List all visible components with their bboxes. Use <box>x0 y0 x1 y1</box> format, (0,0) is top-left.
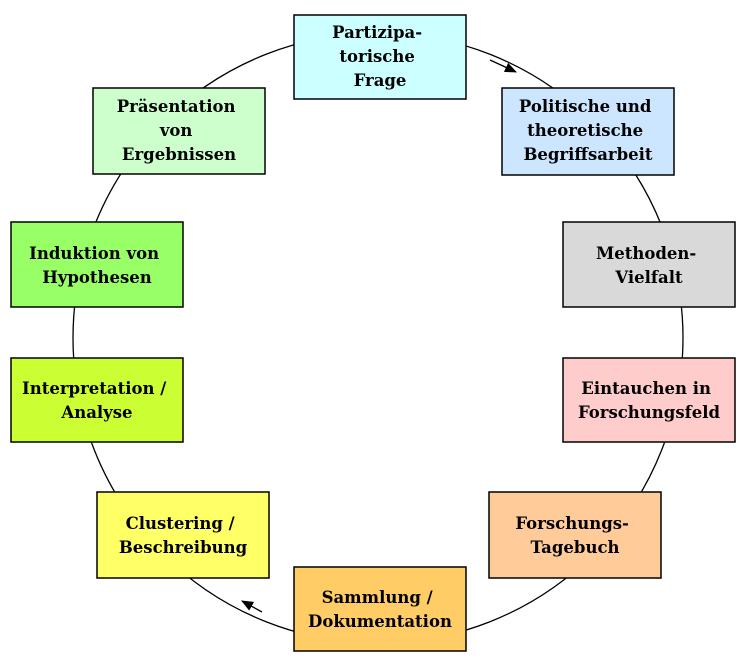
svg-text:Präsentation von E: Präsentation von Ergebnissen <box>117 97 242 164</box>
node-clustering-description: Clustering / Beschreibung <box>96 491 270 579</box>
node-research-diary: Forschungs- Tagebuch <box>488 491 662 579</box>
svg-text:Politische und theoretis: Politische und theoretische Begriffsarbe… <box>519 97 657 164</box>
node-label-line: Eintauchen in <box>581 379 711 398</box>
node-participatory-question: Partizipa- torische Frage <box>293 14 467 100</box>
node-label-line: Analyse <box>60 403 132 422</box>
node-label-line: Beschreibung <box>119 538 248 557</box>
node-label-line: Präsentation <box>117 97 236 116</box>
node-label-line: Vielfalt <box>614 268 683 287</box>
node-box <box>293 566 467 652</box>
cycle-arrow-top-right <box>489 59 517 73</box>
svg-text:Methoden- Vielfalt: Methoden- Vielfalt <box>596 244 702 287</box>
node-box <box>10 221 184 308</box>
svg-text:Clustering / Beschreibun: Clustering / Beschreibung <box>119 514 248 557</box>
svg-text:Eintauchen in Forschungs: Eintauchen in Forschungsfeld <box>578 379 721 422</box>
node-label-line: Hypothesen <box>42 268 152 287</box>
node-label-line: Politische und <box>519 97 652 116</box>
svg-text:Induktion von Hypothesen: Induktion von Hypothesen <box>29 244 165 287</box>
svg-text:Forschungs- Tagebuch: Forschungs- Tagebuch <box>515 514 634 557</box>
node-interpretation-analysis: Interpretation / Analyse <box>10 357 184 443</box>
cycle-arrow-bottom-left <box>241 600 263 613</box>
node-box <box>92 87 266 175</box>
node-label-line: Tagebuch <box>530 538 619 557</box>
node-box <box>562 357 736 443</box>
node-label-line: Clustering / <box>126 514 236 533</box>
node-label-line: theoretische <box>527 121 643 140</box>
node-label-line: Interpretation / <box>22 379 167 398</box>
node-label-line: Forschungs- <box>515 514 629 533</box>
node-label-line: Induktion von <box>29 244 159 263</box>
node-presentation-results: Präsentation von Ergebnissen <box>92 87 266 175</box>
node-method-diversity: Methoden- Vielfalt <box>562 221 736 308</box>
node-label-line: Ergebnissen <box>122 145 236 164</box>
node-box <box>96 491 270 579</box>
node-label-line: Partizipa- <box>332 23 422 42</box>
node-label-line: Methoden- <box>596 244 696 263</box>
node-label-line: Begriffsarbeit <box>523 145 652 164</box>
node-label-line: torische <box>339 47 414 66</box>
node-box <box>293 14 467 100</box>
svg-text:Interpretation / Analyse: Interpretation / Analyse <box>22 379 172 422</box>
node-immersion-research-field: Eintauchen in Forschungsfeld <box>562 357 736 443</box>
svg-text:Sammlung / Dokumentation: Sammlung / Dokumentation <box>308 588 452 631</box>
node-label-line: von <box>159 121 193 140</box>
node-induction-hypotheses: Induktion von Hypothesen <box>10 221 184 308</box>
node-label-line: Sammlung / <box>322 588 434 607</box>
node-box <box>562 221 736 308</box>
node-label-line: Forschungsfeld <box>578 403 721 422</box>
svg-text:Partizipa- torische: Partizipa- torische Frage <box>332 23 428 90</box>
node-box <box>488 491 662 579</box>
node-box <box>501 87 675 176</box>
node-political-theoretical-concepts: Politische und theoretische Begriffsarbe… <box>501 87 675 176</box>
node-label-line: Frage <box>354 71 407 90</box>
node-box <box>10 357 184 443</box>
node-label-line: Dokumentation <box>308 612 452 631</box>
node-collection-documentation: Sammlung / Dokumentation <box>293 566 467 652</box>
